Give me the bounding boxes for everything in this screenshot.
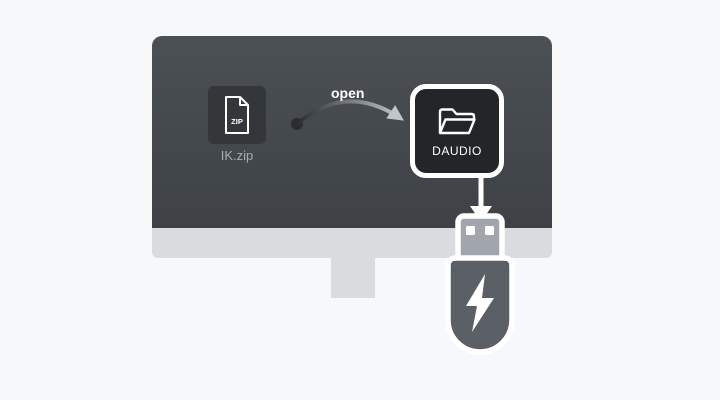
folder-front [438,117,476,134]
folder-name-label: DAUDIO [432,143,482,158]
folder-back [438,107,476,133]
open-arrow-icon [291,99,404,130]
zip-icon-text: ZIP [231,117,243,126]
monitor-stand [331,258,375,298]
document-outline [225,96,249,134]
usb-connector [455,213,505,263]
lightning-bolt-icon [466,274,494,332]
zip-file-tile: ZIP [208,86,266,144]
open-action-label: open [331,85,365,101]
folder-box: DAUDIO [410,84,504,178]
usb-drive-icon [445,213,515,355]
document-dogear [239,97,248,106]
usb-pin-right [485,226,494,235]
zip-filename: IK.zip [220,148,254,163]
arrow-curve [295,99,404,126]
usb-pin-left [466,226,475,235]
zip-file-icon: ZIP [225,96,249,134]
folder-icon [438,107,476,134]
